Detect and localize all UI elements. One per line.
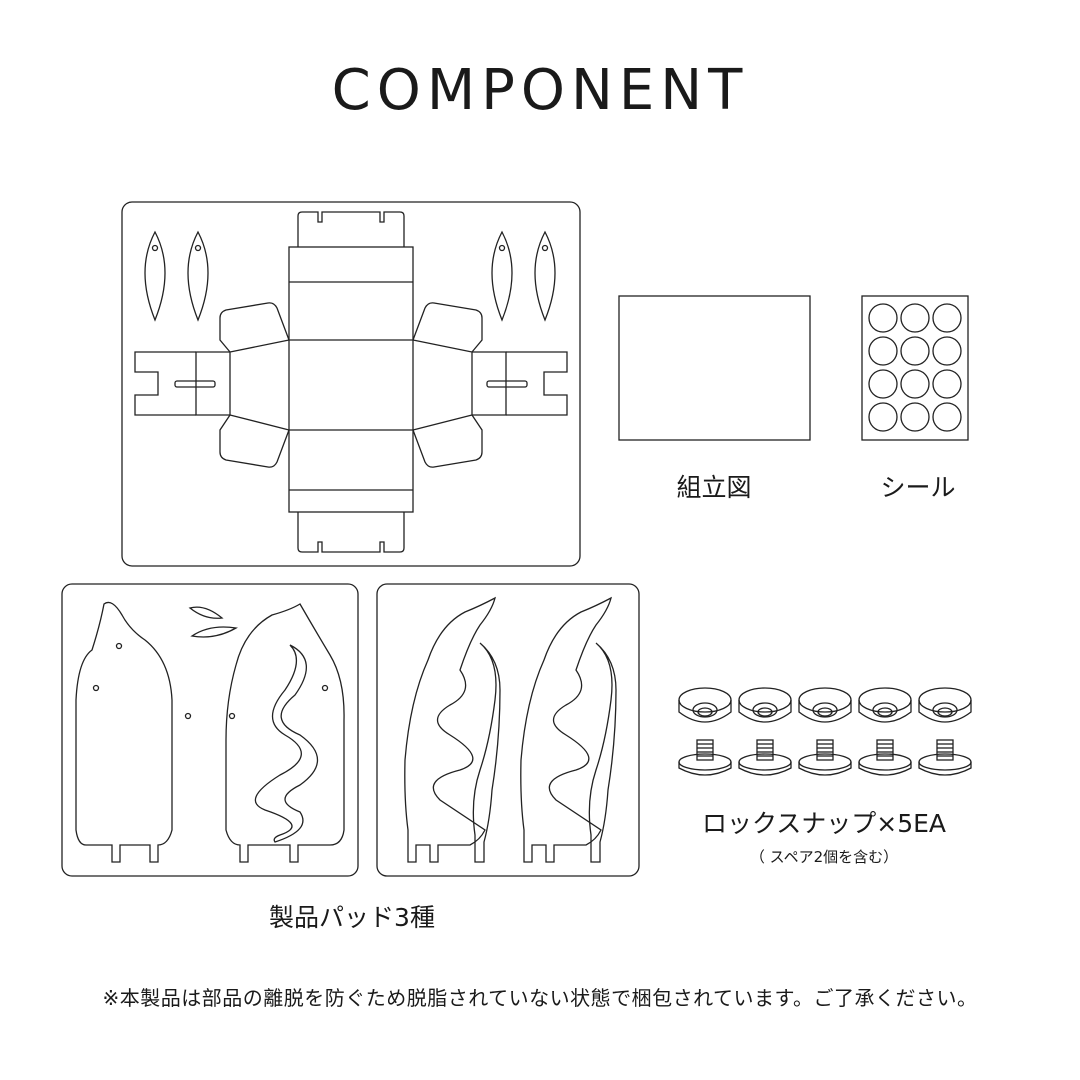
sticker-circle <box>932 369 962 399</box>
lock-snap <box>678 687 732 776</box>
assembly-diagram-sheet <box>618 295 811 441</box>
sticker-circle <box>868 303 898 333</box>
assembly-diagram-label: 組立図 <box>676 473 752 502</box>
lock-snap-note: （ スペア2個を含む） <box>749 848 899 866</box>
lock-snap-label: ロックスナップ×5EA <box>701 809 947 838</box>
lock-snap <box>858 687 912 776</box>
penguin-pad-front <box>61 583 359 877</box>
lock-snap <box>798 687 852 776</box>
sticker-circle <box>900 303 930 333</box>
sticker-circle <box>868 369 898 399</box>
sticker-circle <box>932 402 962 432</box>
sticker-circle <box>868 402 898 432</box>
sticker-circle <box>868 336 898 366</box>
sticker-circle <box>900 369 930 399</box>
footer-note: ※本製品は部品の離脱を防ぐため脱脂されていない状態で梱包されています。ご了承くだ… <box>102 986 978 1010</box>
lock-snap <box>918 687 972 776</box>
box-pad <box>121 201 581 567</box>
sticker-circle <box>932 303 962 333</box>
page-title: COMPONENT <box>331 58 749 123</box>
lock-snap <box>738 687 792 776</box>
sticker-sheet <box>861 295 969 441</box>
sticker-circle <box>900 336 930 366</box>
penguin-pad-side <box>376 583 640 877</box>
product-pads-label: 製品パッド3種 <box>269 903 435 932</box>
sticker-label: シール <box>880 473 956 502</box>
lock-snaps <box>678 687 972 776</box>
sticker-circle <box>900 402 930 432</box>
sticker-circle <box>932 336 962 366</box>
